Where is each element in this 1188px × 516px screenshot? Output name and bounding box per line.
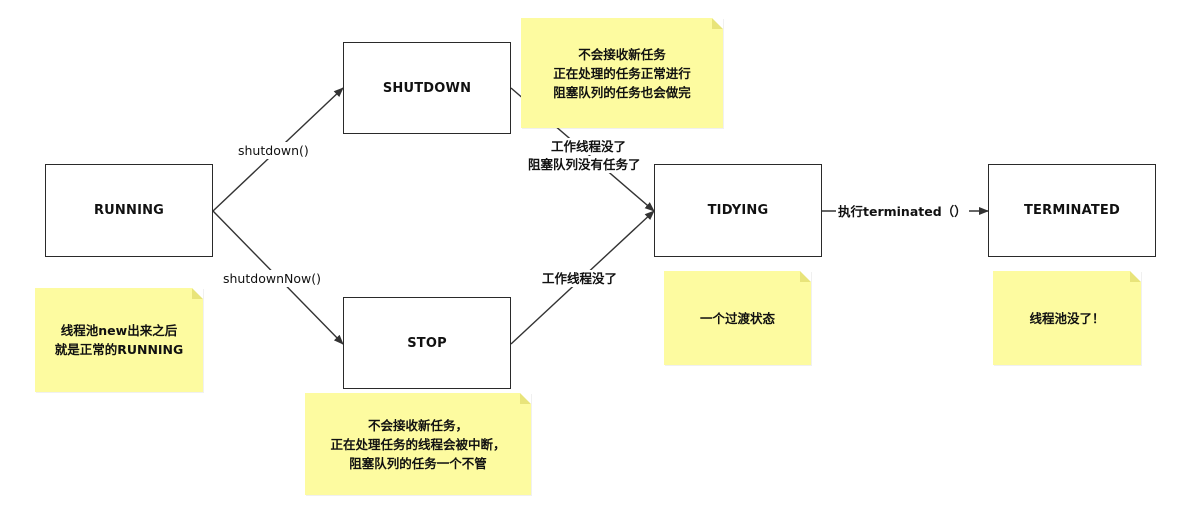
edge-label-stop-tidying: 工作线程没了 [540, 270, 620, 287]
edge-label-tidying-terminated: 执行terminated（） [836, 203, 969, 220]
state-tidying-label: TIDYING [707, 203, 769, 218]
note-shutdown: 不会接收新任务 正在处理的任务正常进行 阻塞队列的任务也会做完 [521, 18, 723, 128]
note-stop-line: 阻塞队列的任务一个不管 [349, 455, 487, 471]
state-shutdown-label: SHUTDOWN [382, 80, 472, 96]
edge-label-shutdown-tidying-2: 阻塞队列没有任务了 [526, 156, 643, 173]
edge-label-shutdown: shutdown() [236, 142, 311, 159]
note-tidying-line: 一个过渡状态 [699, 310, 775, 326]
note-running: 线程池new出来之后 就是正常的RUNNING [35, 288, 203, 392]
note-running-line: 线程池new出来之后 [60, 323, 178, 338]
note-stop-line: 不会接收新任务， [367, 417, 468, 433]
note-tidying: 一个过渡状态 [664, 271, 811, 365]
note-shutdown-line: 不会接收新任务 [578, 46, 666, 62]
state-running-label: RUNNING [93, 203, 165, 218]
note-stop-line: 正在处理任务的线程会被中断， [330, 436, 506, 452]
state-stop-label: STOP [407, 335, 447, 351]
state-tidying: TIDYING [654, 164, 822, 257]
state-shutdown: SHUTDOWN [343, 42, 511, 134]
state-terminated: TERMINATED [988, 164, 1156, 257]
note-stop: 不会接收新任务， 正在处理任务的线程会被中断， 阻塞队列的任务一个不管 [305, 393, 531, 495]
state-running: RUNNING [45, 164, 213, 257]
note-shutdown-line: 阻塞队列的任务也会做完 [553, 84, 691, 100]
note-shutdown-line: 正在处理的任务正常进行 [553, 65, 691, 81]
note-running-line: 就是正常的RUNNING [54, 342, 184, 357]
state-terminated-label: TERMINATED [1023, 203, 1120, 218]
note-terminated-line: 线程池没了！ [1029, 310, 1105, 326]
note-terminated: 线程池没了！ [993, 271, 1141, 365]
state-stop: STOP [343, 297, 511, 389]
edge-label-shutdown-tidying-1: 工作线程没了 [549, 138, 629, 155]
edge-label-shutdown-now: shutdownNow() [221, 270, 323, 287]
